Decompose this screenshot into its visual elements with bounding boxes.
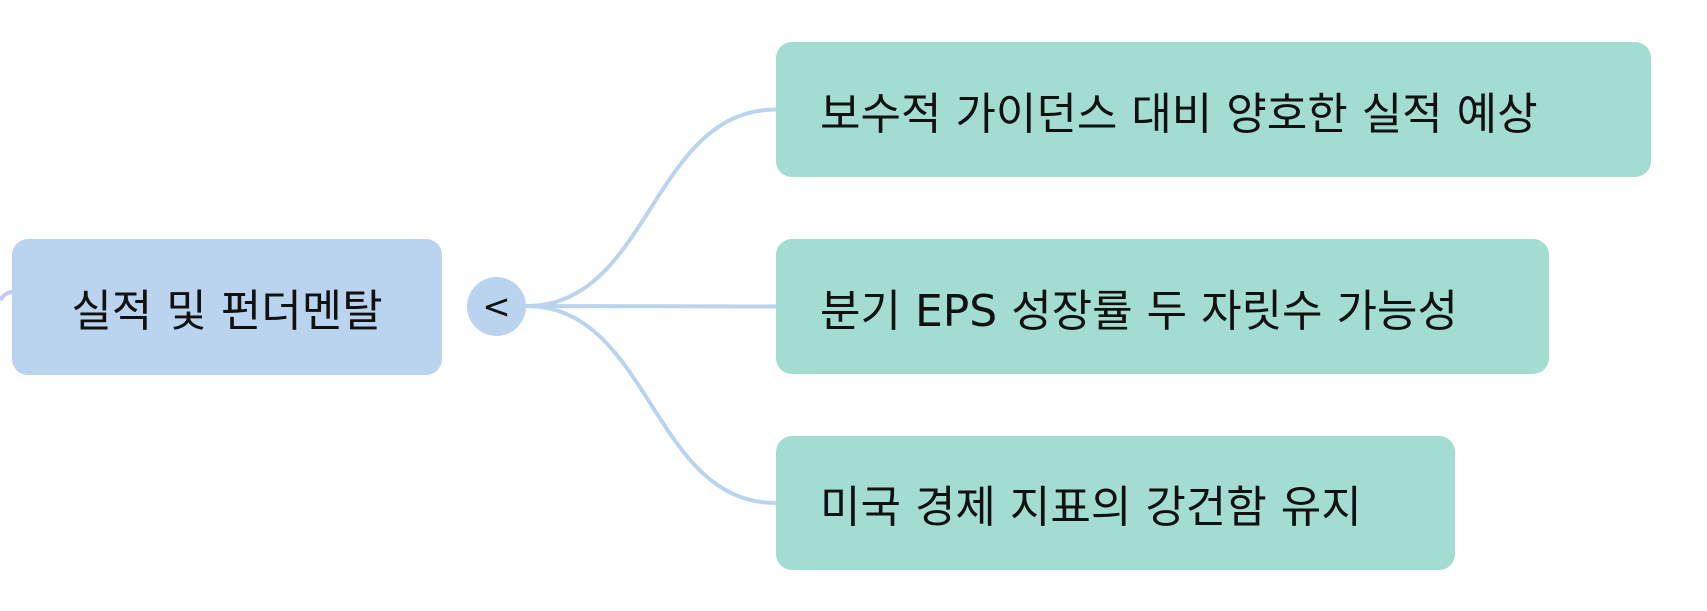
root-node-label: 실적 및 펀더멘탈 xyxy=(71,286,383,337)
child-node[interactable]: 분기 EPS 성장률 두 자릿수 가능성 xyxy=(776,239,1549,374)
child-node[interactable]: 미국 경제 지표의 강건함 유지 xyxy=(776,436,1455,570)
chevron-left-icon: < xyxy=(482,286,511,327)
child-node-label: 분기 EPS 성장률 두 자릿수 가능성 xyxy=(820,285,1458,337)
collapse-toggle-button[interactable]: < xyxy=(467,277,526,336)
child-node-label: 미국 경제 지표의 강건함 유지 xyxy=(820,482,1362,533)
root-node[interactable]: 실적 및 펀더멘탈 xyxy=(12,239,442,375)
child-node-label: 보수적 가이던스 대비 양호한 실적 예상 xyxy=(820,88,1538,140)
child-node[interactable]: 보수적 가이던스 대비 양호한 실적 예상 xyxy=(776,42,1651,177)
link-to-child-2 xyxy=(525,304,777,505)
incoming-link xyxy=(0,290,13,302)
link-to-child-1 xyxy=(525,304,777,309)
link-to-child-0 xyxy=(525,107,777,308)
